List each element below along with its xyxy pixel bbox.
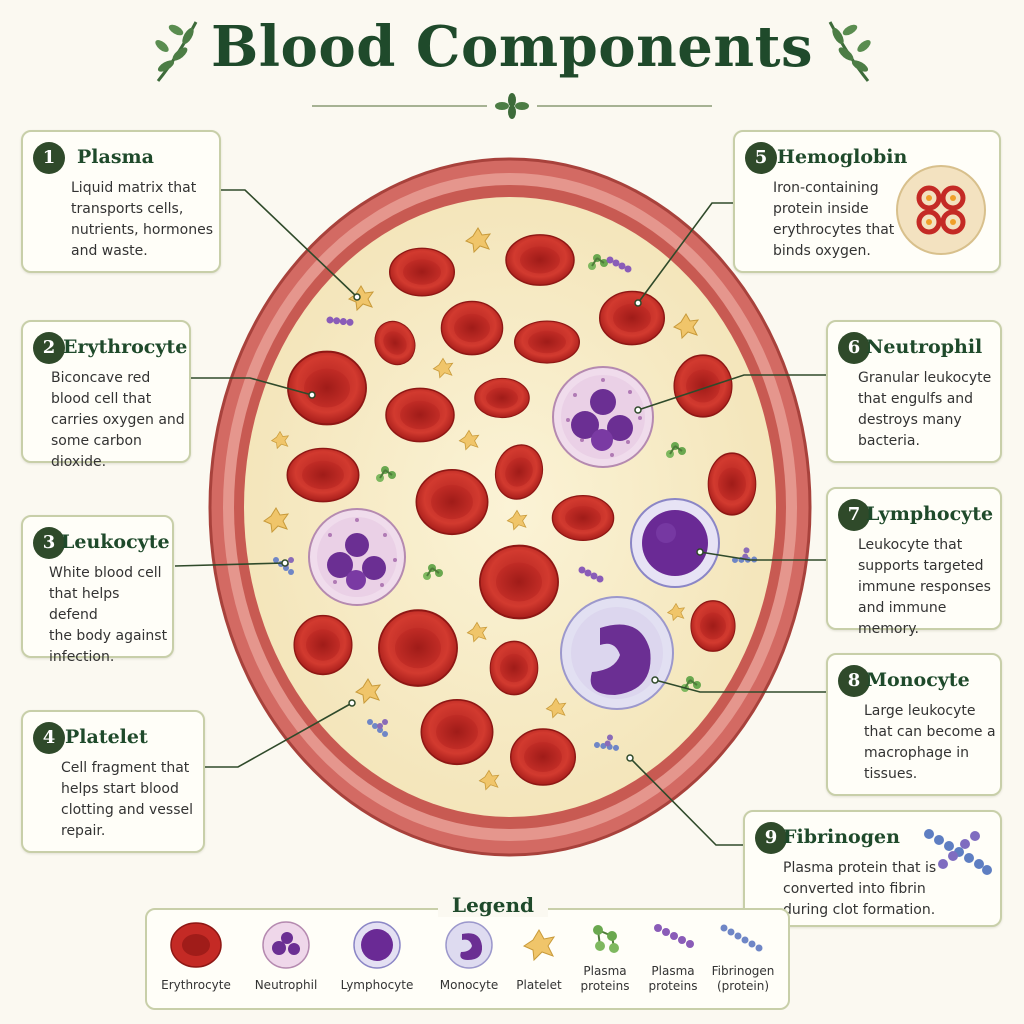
leaf-sprig-right-icon [828, 21, 871, 82]
card-title: Leukocyte [61, 531, 170, 553]
card-number: 3 [33, 527, 65, 559]
card-title: Fibrinogen [783, 826, 900, 848]
card-number: 8 [838, 665, 870, 697]
fibrinogen-icon [720, 924, 763, 952]
callout-lines [174, 189, 826, 846]
legend-item-plasma-proteins-purple: Plasma proteins [634, 920, 712, 994]
card-number: 6 [838, 332, 870, 364]
card-number: 2 [33, 332, 65, 364]
neutrophil-cell [552, 366, 654, 468]
leaf-sprig-left-icon [155, 21, 198, 82]
monocyte-cell [560, 596, 674, 710]
card-number: 4 [33, 722, 65, 754]
lymphocyte-cell [630, 498, 720, 588]
legend-item-neutrophil: Neutrophil [247, 920, 325, 993]
page-title: Blood Components [210, 14, 814, 80]
plasma-protein-green-icon [593, 925, 619, 953]
card-title: Lymphocyte [866, 503, 994, 525]
legend-item-monocyte: Monocyte [430, 920, 508, 993]
platelet-icon [522, 929, 556, 962]
lymphocyte-icon [353, 921, 401, 969]
card-title: Neutrophil [866, 336, 983, 358]
fibrinogen-icon [924, 829, 992, 875]
legend-title: Legend [438, 893, 549, 917]
neutrophil-icon [262, 921, 310, 969]
neutrophil-cell-left [308, 508, 406, 606]
legend-item-erythrocyte: Erythrocyte [157, 920, 235, 993]
legend-item-lymphocyte: Lymphocyte [338, 920, 416, 993]
card-title: Hemoglobin [777, 146, 908, 168]
erythrocyte-icon [170, 922, 222, 968]
card-number: 9 [755, 822, 787, 854]
plasma-protein-purple-icon [654, 924, 694, 948]
card-number: 5 [745, 142, 777, 174]
card-number: 7 [838, 499, 870, 531]
card-title: Monocyte [866, 669, 970, 691]
hemoglobin-icon [896, 165, 986, 255]
callout-dots [281, 293, 704, 762]
card-title: Plasma [77, 146, 154, 168]
card-number: 1 [33, 142, 65, 174]
legend-item-fibrinogen: Fibrinogen (protein) [704, 920, 782, 994]
title-divider-ornament [312, 93, 712, 119]
card-title: Erythrocyte [63, 336, 188, 358]
legend-item-platelet: Platelet [500, 920, 578, 993]
card-title: Platelet [65, 726, 148, 748]
monocyte-icon [445, 921, 493, 969]
legend-item-plasma-proteins-green: Plasma proteins [566, 920, 644, 994]
